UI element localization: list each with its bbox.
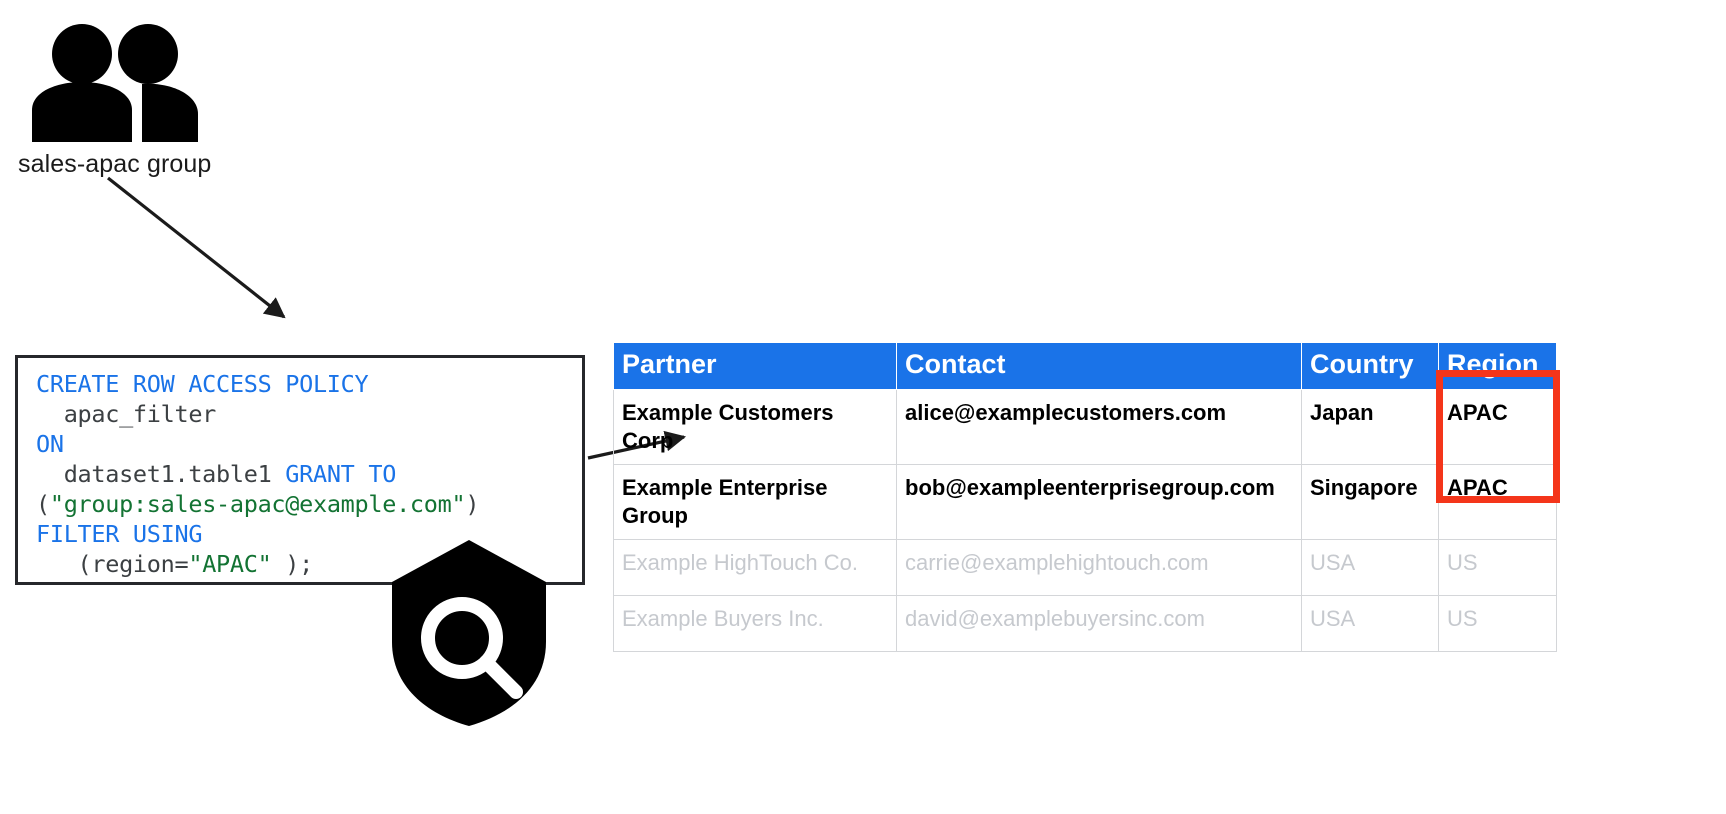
column-header-partner[interactable]: Partner: [613, 342, 897, 390]
cell-contact: bob@exampleenterprisegroup.com: [896, 463, 1302, 541]
column-header-contact[interactable]: Contact: [896, 342, 1302, 390]
cell-country: Singapore: [1301, 463, 1439, 541]
cell-country: Japan: [1301, 388, 1439, 466]
row-access-policy-code-box: CREATE ROW ACCESS POLICY apac_filter ON …: [15, 355, 585, 585]
partner-table: Partner Contact Country Region Example C…: [613, 342, 1557, 653]
people-group-icon: [32, 24, 198, 142]
cell-region: APAC: [1438, 463, 1557, 541]
cell-partner: Example HighTouch Co.: [613, 539, 897, 597]
cell-country: USA: [1301, 595, 1439, 653]
shield-magnifier-icon-wrap: [390, 538, 548, 728]
cell-region: APAC: [1438, 388, 1557, 466]
cell-region: US: [1438, 595, 1557, 653]
cell-contact: alice@examplecustomers.com: [896, 388, 1302, 466]
table-row[interactable]: Example Enterprise Group bob@exampleente…: [613, 463, 1557, 541]
cell-partner: Example Customers Corp: [613, 388, 897, 466]
cell-country: USA: [1301, 539, 1439, 597]
table-row[interactable]: Example Buyers Inc. david@examplebuyersi…: [613, 595, 1557, 653]
cell-partner: Example Enterprise Group: [613, 463, 897, 541]
table-row[interactable]: Example Customers Corp alice@examplecust…: [613, 388, 1557, 466]
table-header-row: Partner Contact Country Region: [613, 342, 1557, 390]
column-header-region[interactable]: Region: [1438, 342, 1557, 390]
group-label: sales-apac group: [18, 150, 212, 178]
sql-code-text: CREATE ROW ACCESS POLICY apac_filter ON …: [36, 370, 480, 578]
arrow-group-to-policy: [107, 176, 286, 319]
cell-contact: david@examplebuyersinc.com: [896, 595, 1302, 653]
group-block: sales-apac group: [18, 22, 248, 179]
cell-partner: Example Buyers Inc.: [613, 595, 897, 653]
cell-region: US: [1438, 539, 1557, 597]
shield-magnifier-icon: [392, 540, 546, 726]
table-row[interactable]: Example HighTouch Co. carrie@examplehigh…: [613, 539, 1557, 597]
column-header-country[interactable]: Country: [1301, 342, 1439, 390]
cell-contact: carrie@examplehightouch.com: [896, 539, 1302, 597]
